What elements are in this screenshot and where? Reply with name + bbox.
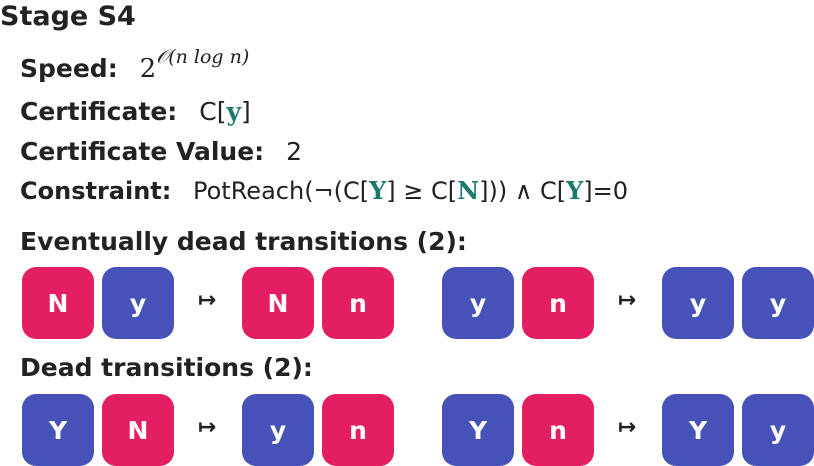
maps-to-arrow: ↦ bbox=[617, 415, 637, 440]
state-token: Y bbox=[22, 394, 94, 466]
eventually-dead-heading: Eventually dead transitions (2): bbox=[20, 227, 467, 256]
speed-label: Speed: bbox=[20, 54, 118, 83]
certificate-variable: y bbox=[226, 97, 241, 126]
certificate-row: Certificate: C[y] bbox=[20, 97, 251, 127]
constraint-var-1: Y bbox=[369, 176, 387, 205]
certificate-label: Certificate: bbox=[20, 97, 178, 126]
state-token: N bbox=[22, 267, 94, 339]
certificate-value-label: Certificate Value: bbox=[20, 137, 265, 166]
state-token: Y bbox=[662, 394, 734, 466]
constraint-part-1: PotReach(¬(C[ bbox=[193, 177, 370, 205]
state-token: n bbox=[322, 394, 394, 466]
speed-row: Speed: 2𝒪(n log n) bbox=[20, 46, 249, 86]
speed-base: 2 bbox=[139, 54, 157, 84]
state-token: y bbox=[102, 267, 174, 339]
stage-title: Stage S4 bbox=[0, 1, 136, 32]
state-token: Y bbox=[442, 394, 514, 466]
state-token: y bbox=[242, 394, 314, 466]
state-token: y bbox=[742, 267, 814, 339]
state-token: y bbox=[742, 394, 814, 466]
constraint-part-2: ] ≥ C[ bbox=[386, 177, 458, 205]
maps-to-arrow: ↦ bbox=[197, 415, 217, 440]
speed-exponent: 𝒪(n log n) bbox=[156, 46, 250, 68]
certificate-prefix: C[ bbox=[199, 97, 227, 126]
certificate-value-row: Certificate Value: 2 bbox=[20, 137, 302, 167]
maps-to-arrow: ↦ bbox=[197, 288, 217, 313]
state-token: N bbox=[102, 394, 174, 466]
state-token: n bbox=[522, 267, 594, 339]
state-token: n bbox=[322, 267, 394, 339]
constraint-row: Constraint: PotReach(¬(C[Y] ≥ C[N])) ∧ C… bbox=[20, 176, 628, 206]
certificate-value: 2 bbox=[286, 137, 303, 166]
constraint-var-3: Y bbox=[566, 176, 584, 205]
state-token: N bbox=[242, 267, 314, 339]
state-token: n bbox=[522, 394, 594, 466]
constraint-part-4: ]=0 bbox=[583, 177, 629, 205]
constraint-part-3: ])) ∧ C[ bbox=[479, 177, 567, 205]
state-token: y bbox=[662, 267, 734, 339]
maps-to-arrow: ↦ bbox=[617, 288, 637, 313]
state-token: y bbox=[442, 267, 514, 339]
certificate-suffix: ] bbox=[240, 97, 251, 126]
constraint-label: Constraint: bbox=[20, 177, 172, 205]
dead-heading: Dead transitions (2): bbox=[20, 353, 313, 382]
constraint-var-2: N bbox=[457, 176, 480, 205]
